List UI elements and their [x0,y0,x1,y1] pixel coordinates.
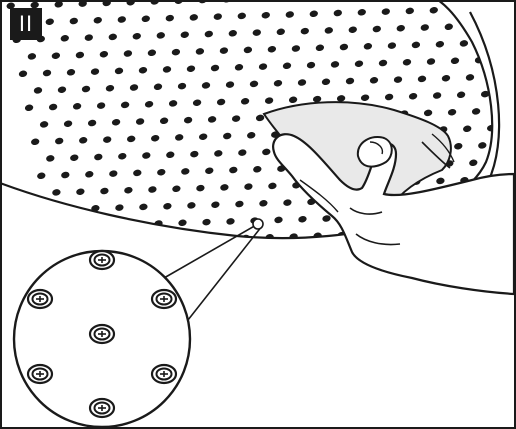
nozzle-dot [510,123,514,131]
nozzle-dot [492,21,502,29]
rubber-nozzle-icon [152,290,176,308]
callout-line-right [188,226,262,320]
detail-magnifier [14,251,190,427]
thumb [358,137,392,167]
nozzle-dot [49,240,59,248]
nozzle-dot [43,206,53,214]
nozzle-dot [477,5,487,13]
rubber-nozzle-icon [90,399,114,417]
nozzle-dot [97,238,107,246]
rubber-nozzle-icon [28,365,52,383]
rubber-nozzle-icon [28,290,52,308]
nozzle-dot [217,235,227,243]
highlighted-nozzle [253,219,263,229]
nozzle-dot [502,141,512,149]
step-number-badge: II [10,8,42,40]
nozzle-dot [73,239,83,247]
nozzle-dot [106,221,116,229]
nozzle-dot [193,235,203,243]
rubber-nozzle-icon [90,325,114,343]
nozzle-dot [121,238,131,246]
nozzle-dot [169,236,179,244]
nozzle-dot [82,222,92,230]
nozzle-dot [504,89,514,97]
rubber-nozzle-icon [90,251,114,269]
rubber-nozzle-icon [152,365,176,383]
nozzle-dot [58,222,68,230]
nozzle-dot [145,237,155,245]
nozzle-dot [453,5,463,13]
nozzle-dot [498,55,508,63]
nozzle-dot [495,107,505,115]
